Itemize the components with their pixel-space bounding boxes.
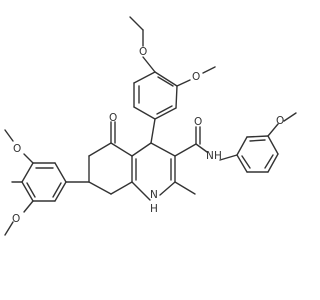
atom-label-h-amide: H — [214, 150, 222, 162]
atom-label-o-methoxy-right: O — [276, 115, 284, 127]
atom-label-n-amide: N — [206, 150, 214, 162]
atom-label-o-amide: O — [194, 116, 202, 128]
atom-labels: O O O O N H O O O N H — [12, 46, 284, 225]
molecule-diagram: O O O O N H O O O N H — [4, 16, 297, 236]
atom-label-o-methoxy-left2: O — [12, 213, 20, 225]
atom-label-o-ethoxy: O — [139, 46, 147, 58]
atom-label-h-ring: H — [150, 203, 158, 215]
atom-label-o-methoxy-upper: O — [192, 71, 200, 83]
bond-lines — [4, 16, 297, 236]
molecule-structure-canvas: O O O O N H O O O N H — [4, 16, 297, 236]
atom-label-n-ring: N — [150, 189, 158, 201]
atom-label-o-ketone: O — [109, 112, 117, 124]
atom-label-o-methoxy-left1: O — [13, 143, 21, 155]
